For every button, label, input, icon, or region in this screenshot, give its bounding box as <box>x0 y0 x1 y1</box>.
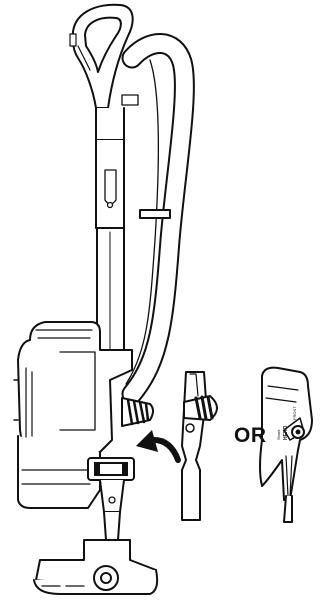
or-separator: OR <box>234 424 267 448</box>
tool-brand-text: Shark <box>276 430 281 440</box>
wand-tube <box>96 140 124 350</box>
tool-front-text: FRONT <box>292 406 297 420</box>
floor-nozzle <box>34 540 157 594</box>
tool-model-text: HERO <box>283 426 289 440</box>
vacuum-handle <box>70 5 138 140</box>
curved-arrow <box>136 430 178 460</box>
dusting-brush-on-body <box>122 398 153 426</box>
combo-brush-tool <box>182 372 217 520</box>
wide-brush-tool <box>260 368 312 522</box>
